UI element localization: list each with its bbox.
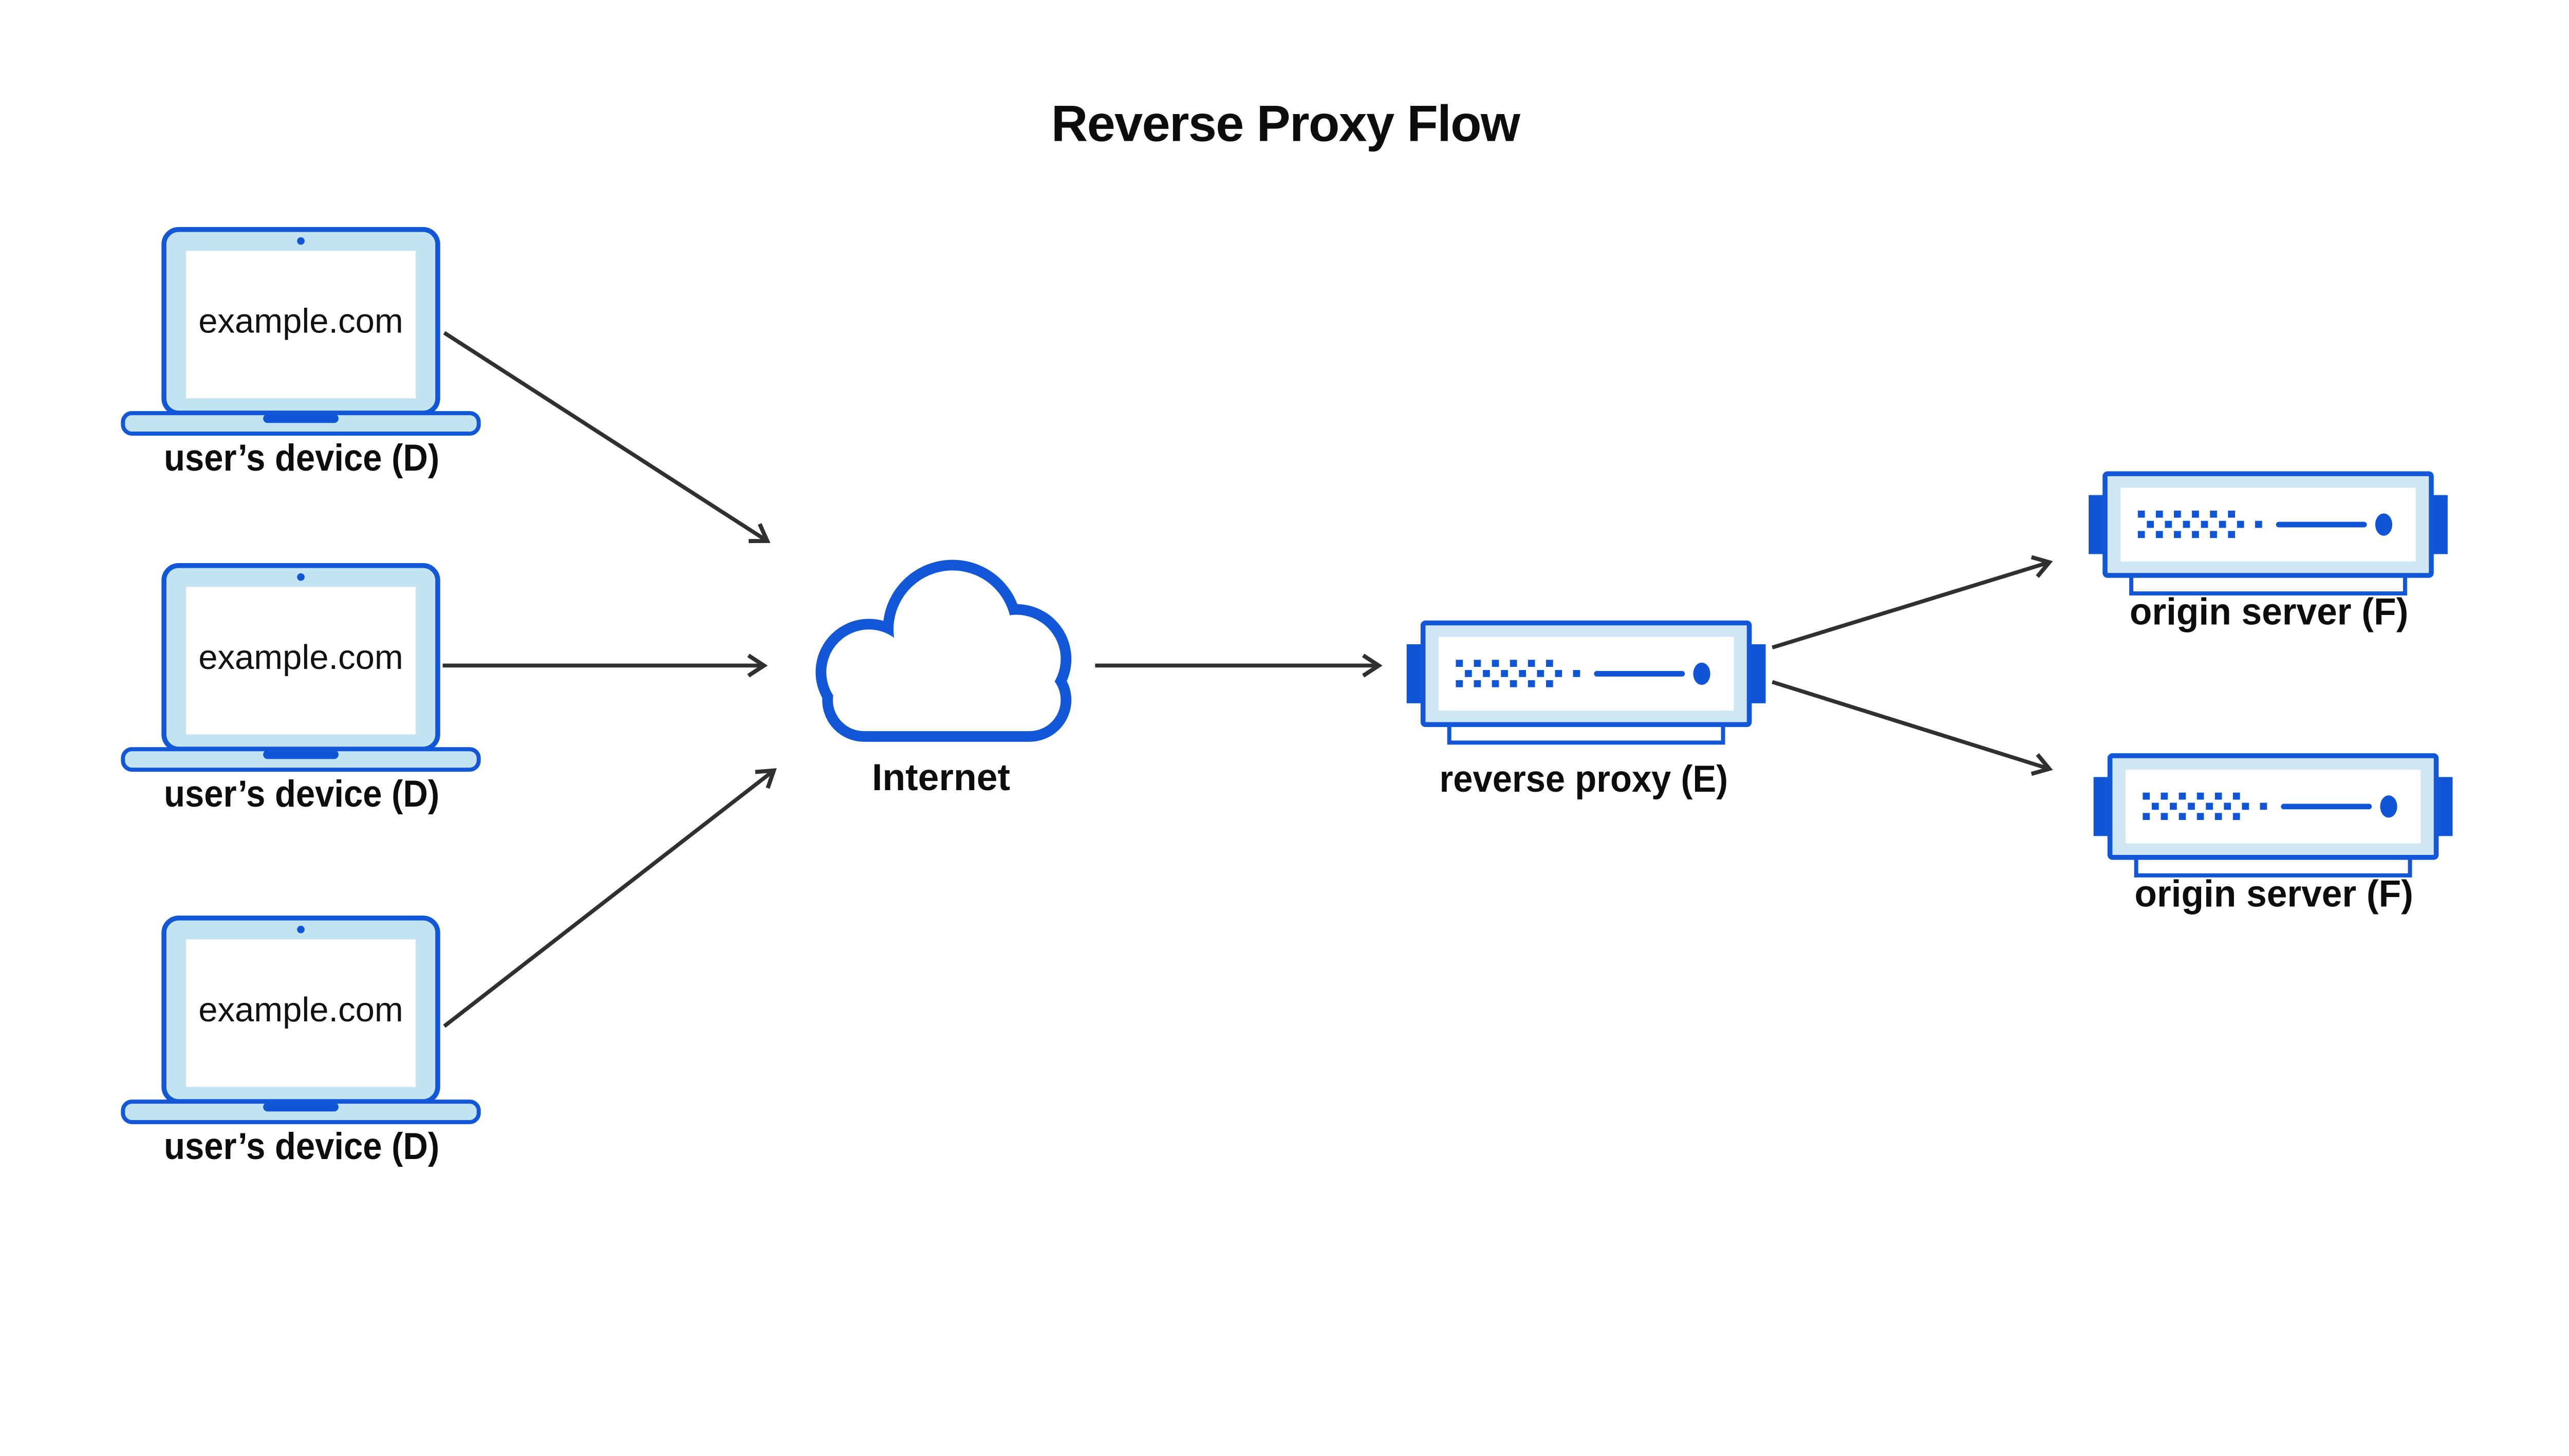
origin-server-label: origin server (F) [2130, 591, 2408, 633]
arrow-proxy-to-origin1 [1772, 555, 2053, 650]
device-label: user’s device (D) [164, 773, 439, 815]
reverse-proxy-node: reverse proxy (E) [1407, 623, 1766, 800]
server-icon [2094, 756, 2453, 875]
device-label: user’s device (D) [164, 1125, 439, 1167]
origin-server-label: origin server (F) [2134, 873, 2413, 915]
connection-arrows [442, 331, 2053, 1028]
user-device-2-node: example.com user’s device (D) [123, 566, 478, 815]
internet-node: Internet [815, 559, 1072, 798]
device-screen-text: example.com [198, 638, 403, 677]
internet-label: Internet [872, 756, 1010, 798]
user-device-1-node: example.com user’s device (D) [123, 230, 478, 479]
origin-server-2-node: origin server (F) [2094, 756, 2453, 915]
cloud-icon [815, 559, 1072, 742]
device-screen-text: example.com [198, 991, 403, 1029]
page-title: Reverse Proxy Flow [1051, 95, 1521, 152]
device-screen-text: example.com [198, 302, 403, 341]
server-icon [2089, 474, 2448, 593]
device-label: user’s device (D) [164, 437, 439, 479]
server-icon [1407, 623, 1766, 743]
reverse-proxy-label: reverse proxy (E) [1440, 758, 1728, 800]
reverse-proxy-flow-diagram: Reverse Proxy Flow example.com user’s de… [120, 95, 2455, 1167]
user-device-3-node: example.com user’s device (D) [123, 918, 478, 1167]
arrow-proxy-to-origin2 [1772, 680, 2053, 776]
arrow-device1-to-internet [443, 331, 771, 544]
origin-server-1-node: origin server (F) [2089, 474, 2448, 633]
arrow-device3-to-internet [443, 768, 777, 1028]
